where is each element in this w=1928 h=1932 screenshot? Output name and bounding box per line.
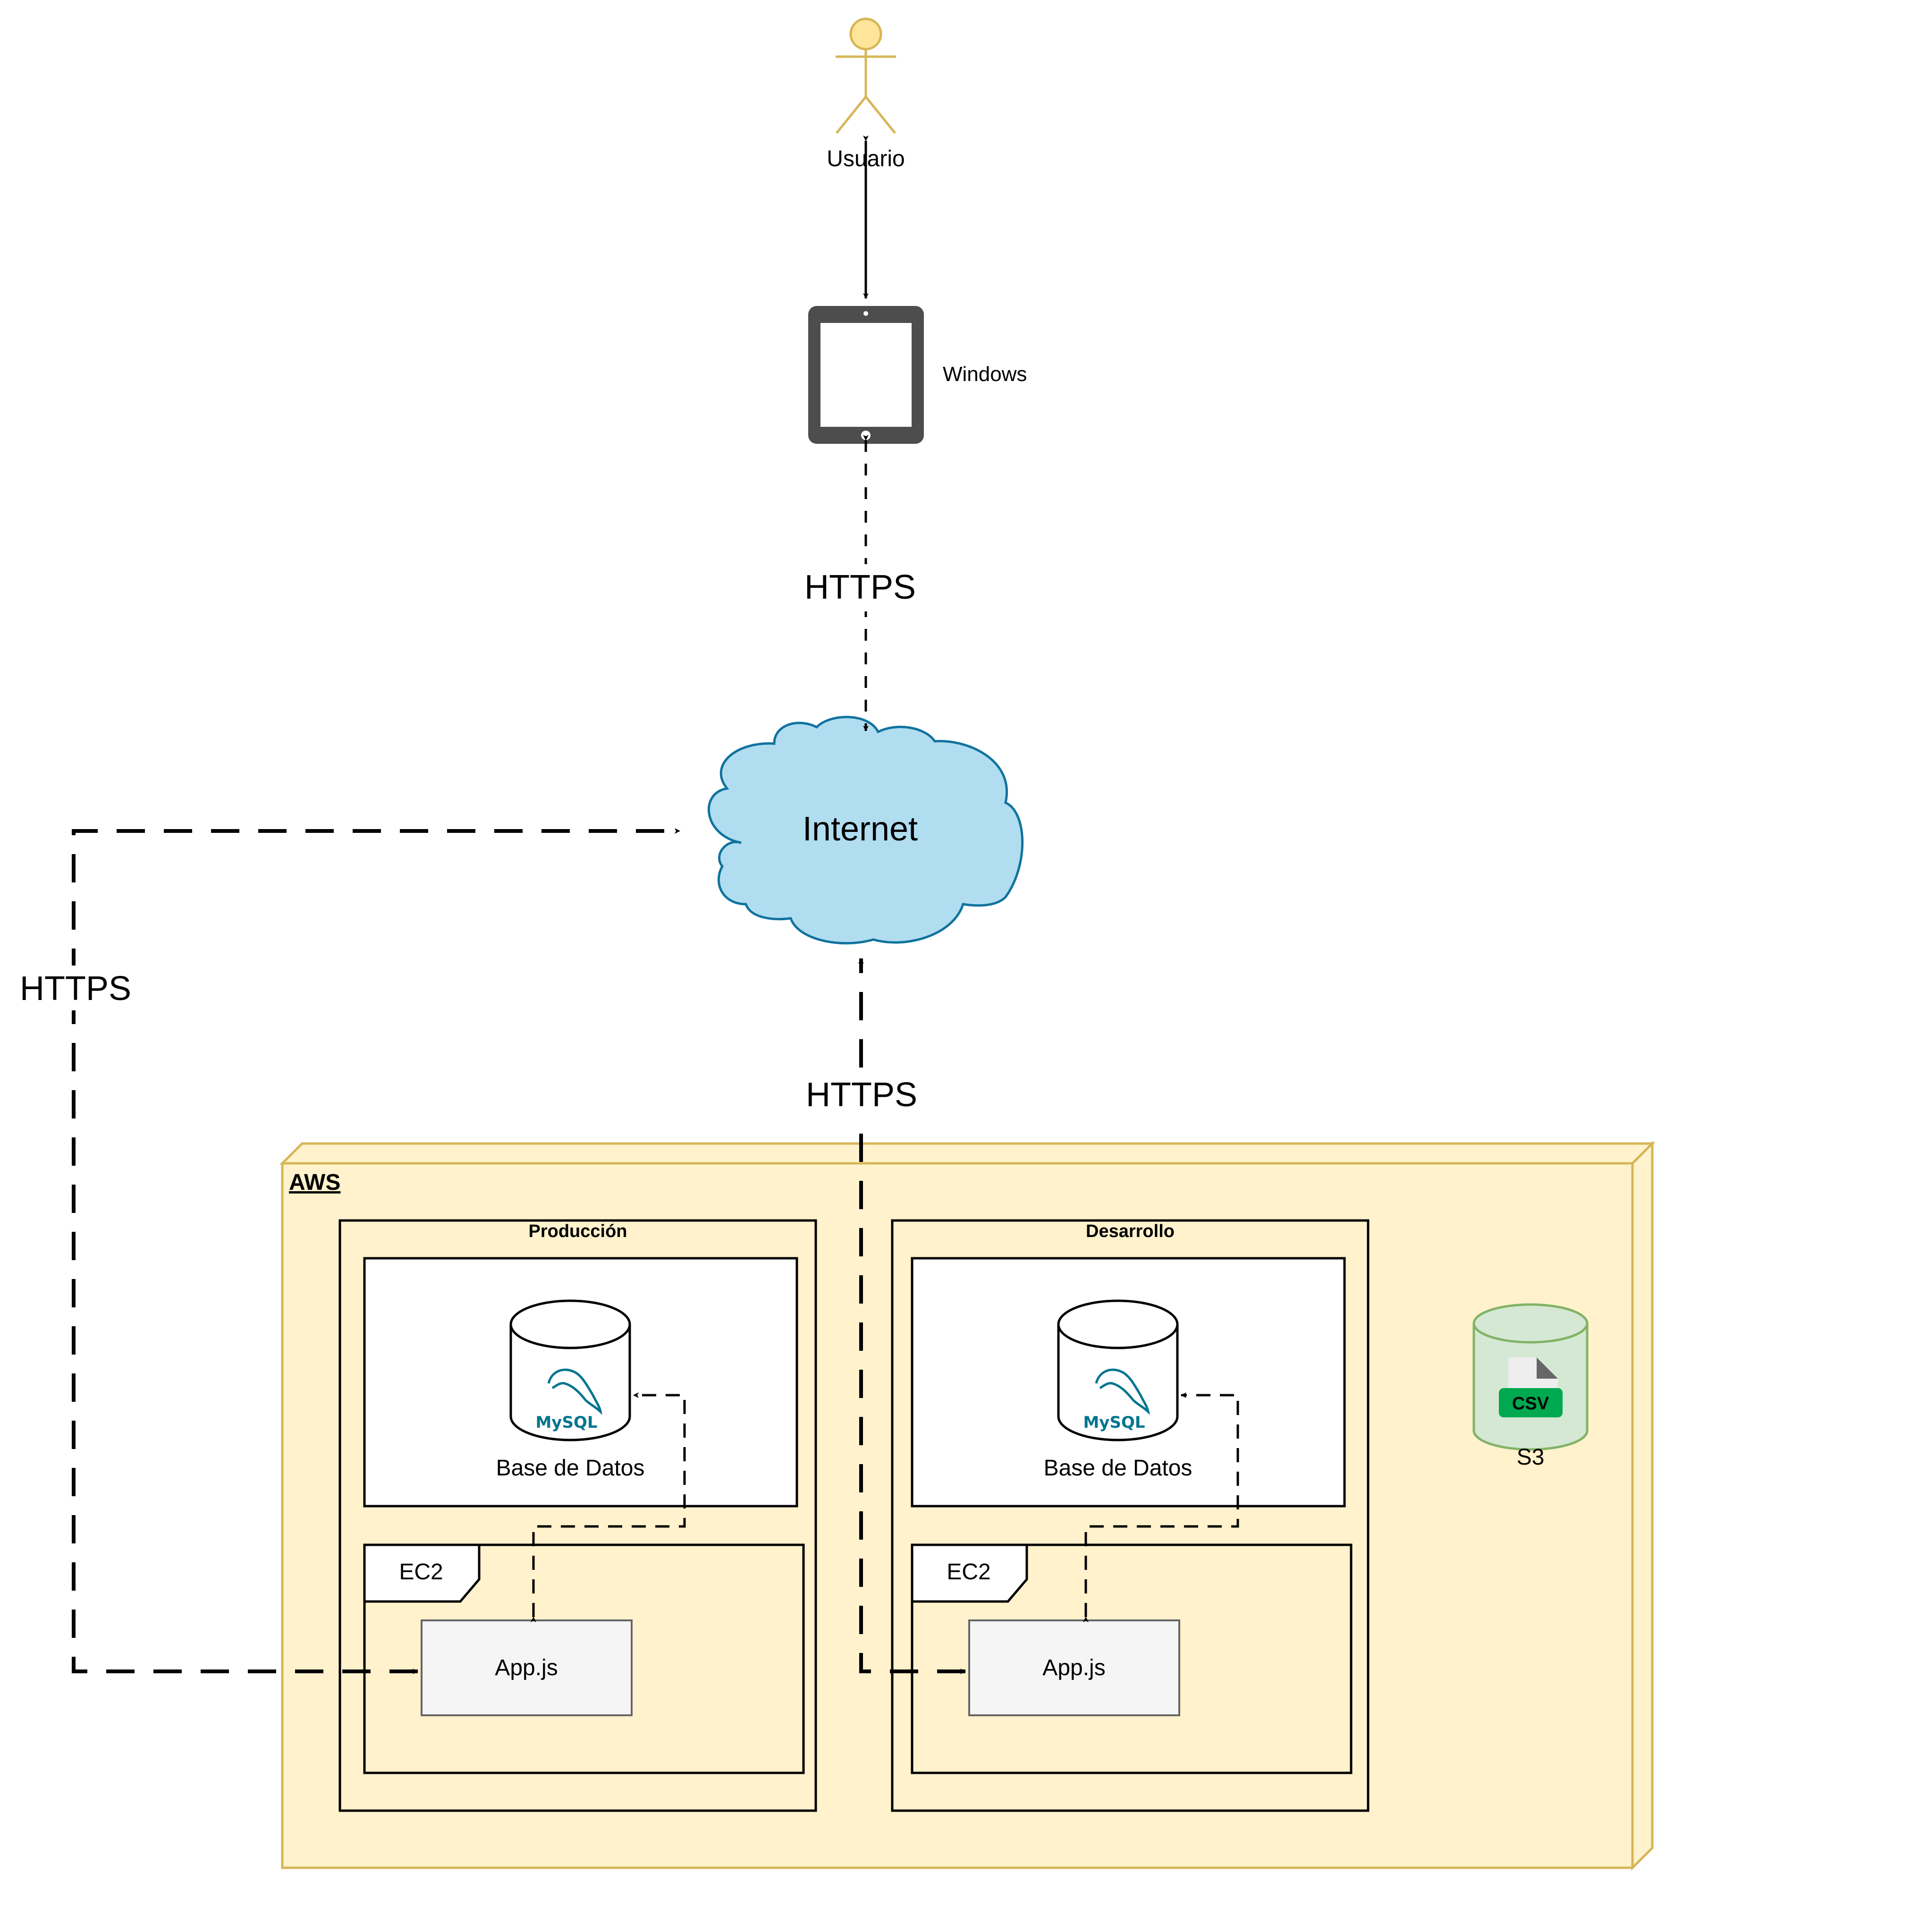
development-app-database-connector bbox=[1083, 1392, 1239, 1622]
aws-label: AWS bbox=[289, 1170, 340, 1195]
production-mysql-database-icon[interactable]: MySQL bbox=[509, 1299, 631, 1441]
internet-label: Internet bbox=[803, 810, 918, 848]
production-mysql-logo: MySQL bbox=[535, 1413, 597, 1432]
s3-bucket[interactable]: CSV S3 bbox=[1472, 1303, 1589, 1470]
production-app-label: App.js bbox=[495, 1655, 558, 1680]
s3-label: S3 bbox=[1517, 1445, 1545, 1470]
device-internet-https-label: HTTPS bbox=[804, 568, 916, 606]
production-internet-https-label: HTTPS bbox=[20, 970, 131, 1008]
production-ec2-label: EC2 bbox=[399, 1559, 443, 1585]
device-internet-connector: HTTPS bbox=[798, 435, 925, 731]
development-internet-connector: HTTPS bbox=[800, 958, 966, 1674]
csv-badge: CSV bbox=[1512, 1394, 1549, 1414]
development-app-box[interactable] bbox=[968, 1619, 1180, 1716]
device-label: Windows bbox=[943, 363, 1027, 386]
development-database-label: Base de Datos bbox=[1044, 1456, 1192, 1481]
development-title: Desarrollo bbox=[1086, 1221, 1175, 1241]
development-mysql-logo: MySQL bbox=[1083, 1413, 1145, 1432]
production-title: Producción bbox=[528, 1221, 627, 1241]
tablet-icon[interactable] bbox=[808, 306, 924, 444]
development-app-label: App.js bbox=[1042, 1655, 1105, 1680]
development-mysql-database-icon[interactable]: MySQL bbox=[1057, 1299, 1179, 1441]
development-environment[interactable]: Desarrollo MySQL Base de Datos EC2 App.j… bbox=[891, 1219, 1370, 1812]
production-database-label: Base de Datos bbox=[496, 1456, 645, 1481]
user-actor-icon[interactable] bbox=[836, 17, 896, 134]
production-app-box[interactable] bbox=[421, 1619, 633, 1716]
development-internet-https-label: HTTPS bbox=[806, 1076, 917, 1114]
development-ec2-label: EC2 bbox=[947, 1559, 990, 1585]
production-environment[interactable]: Producción MySQL Base de Datos EC2 App.j… bbox=[338, 1219, 817, 1812]
internet-cloud-icon[interactable]: Internet bbox=[707, 716, 1024, 945]
production-app-database-connector bbox=[531, 1392, 686, 1622]
production-internet-connector: HTTPS bbox=[14, 828, 680, 1674]
csv-file-icon: CSV bbox=[1499, 1357, 1563, 1417]
